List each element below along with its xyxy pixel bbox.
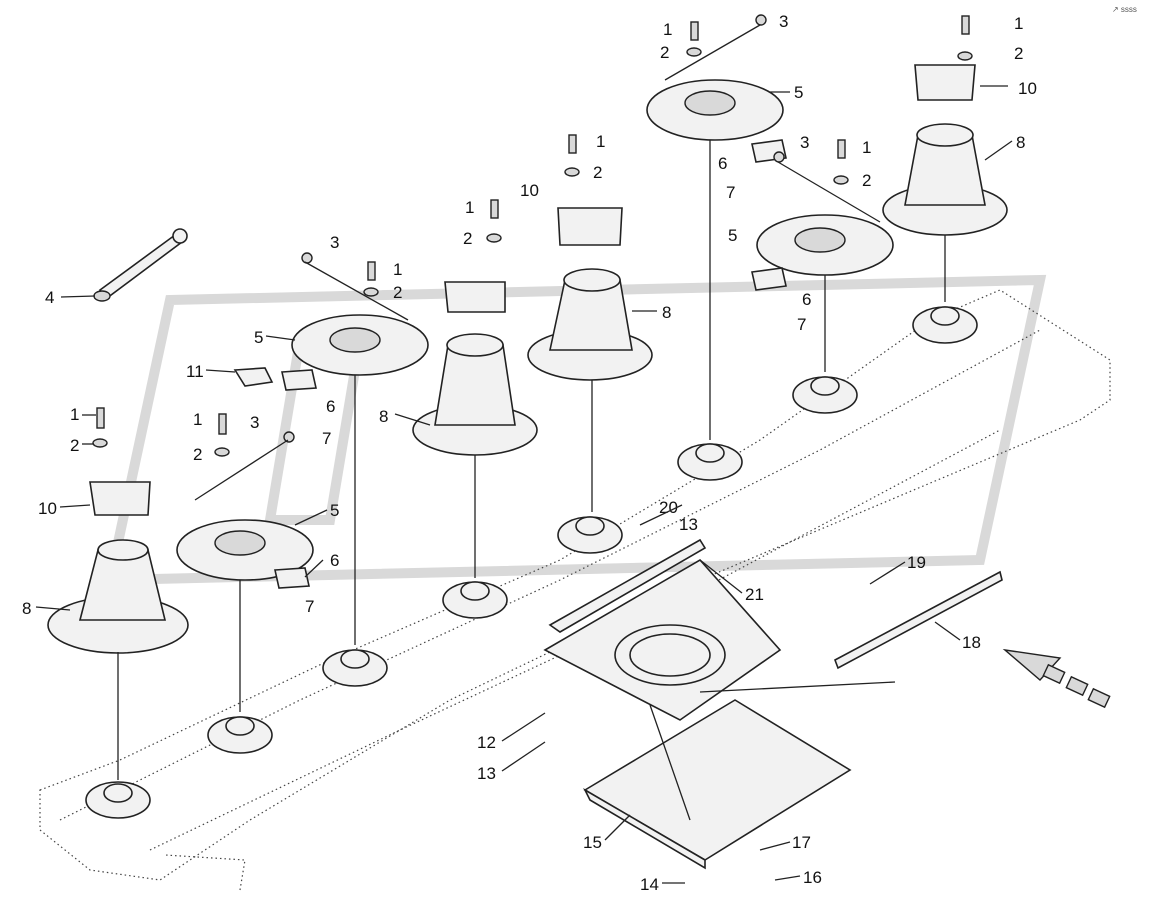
cone-right <box>882 123 1008 236</box>
cone-left <box>47 539 189 654</box>
label-6: 6 <box>718 154 727 173</box>
label-10: 10 <box>520 181 539 200</box>
label-14: 14 <box>640 875 659 894</box>
label-1: 1 <box>465 198 474 217</box>
label-2: 2 <box>70 436 79 455</box>
label-2: 2 <box>393 283 402 302</box>
label-4: 4 <box>45 288 54 307</box>
label-13: 13 <box>477 764 496 783</box>
label-1: 1 <box>70 405 79 424</box>
cover-guard <box>583 699 852 870</box>
bolts-washers <box>92 14 973 457</box>
label-11: 11 <box>186 362 204 381</box>
label-21: 21 <box>745 585 764 604</box>
label-7: 7 <box>322 429 331 448</box>
label-1: 1 <box>862 138 871 157</box>
label-2: 2 <box>593 163 602 182</box>
label-1: 1 <box>596 132 605 151</box>
label-7: 7 <box>726 183 735 202</box>
label-7: 7 <box>305 597 314 616</box>
label-2: 2 <box>193 445 202 464</box>
label-18: 18 <box>962 633 981 652</box>
label-5: 5 <box>794 83 803 102</box>
cone-mid-1 <box>412 333 538 456</box>
label-5: 5 <box>728 226 737 245</box>
label-3: 3 <box>250 413 259 432</box>
label-8: 8 <box>1016 133 1025 152</box>
label-3: 3 <box>330 233 339 252</box>
label-6: 6 <box>330 551 339 570</box>
gearbox-plate <box>543 558 782 721</box>
label-8: 8 <box>379 407 388 426</box>
label-6: 6 <box>802 290 811 309</box>
leader-lines <box>117 24 946 821</box>
direction-arrow <box>1002 648 1111 709</box>
label-15: 15 <box>583 833 602 852</box>
bracket <box>548 538 707 633</box>
label-10: 10 <box>38 499 57 518</box>
clip <box>233 367 274 387</box>
label-1: 1 <box>193 410 202 429</box>
cone-mid-2 <box>527 268 653 381</box>
label-5: 5 <box>330 501 339 520</box>
disc-hubs <box>85 306 978 819</box>
label-7: 7 <box>797 315 806 334</box>
label-8: 8 <box>662 303 671 322</box>
label-2: 2 <box>862 171 871 190</box>
label-19: 19 <box>907 553 926 572</box>
label-8: 8 <box>22 599 31 618</box>
label-20: 20 <box>659 498 678 517</box>
callout-leaders <box>35 85 1013 884</box>
label-5: 5 <box>254 328 263 347</box>
label-12: 12 <box>477 733 496 752</box>
corner-mark: ↗ ssss <box>1112 5 1137 14</box>
side-rail <box>834 570 1003 670</box>
label-13: 13 <box>679 515 698 534</box>
label-2: 2 <box>660 43 669 62</box>
label-16: 16 <box>803 868 822 887</box>
label-1: 1 <box>393 260 402 279</box>
cutter-bar <box>39 289 1111 891</box>
part-labels: 1 2 10 8 1 2 3 5 6 7 4 11 5 6 7 3 1 2 8 … <box>22 5 1137 894</box>
label-3: 3 <box>800 133 809 152</box>
label-1: 1 <box>1014 14 1023 33</box>
label-17: 17 <box>792 833 811 852</box>
knives <box>274 139 787 589</box>
label-10: 10 <box>1018 79 1037 98</box>
plates <box>89 64 976 516</box>
wrench <box>93 228 188 302</box>
label-2: 2 <box>1014 44 1023 63</box>
label-3: 3 <box>779 12 788 31</box>
label-2: 2 <box>463 229 472 248</box>
label-1: 1 <box>663 20 672 39</box>
label-6: 6 <box>326 397 335 416</box>
